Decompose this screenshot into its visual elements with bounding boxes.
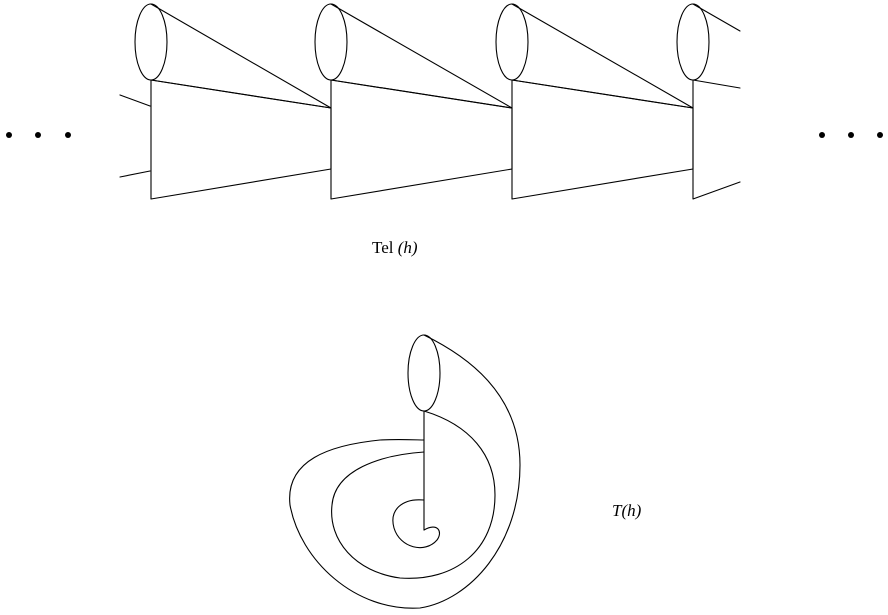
mapping-torus-shape xyxy=(289,334,521,609)
telescope-label-italic: (h) xyxy=(397,238,418,257)
telescope-label-roman: Tel xyxy=(372,238,398,257)
torus-label: T(h) xyxy=(612,502,641,519)
left-incoming-stubs xyxy=(119,94,151,178)
right-ellipsis xyxy=(819,132,883,138)
left-ellipsis xyxy=(6,132,71,138)
telescope-label: Tel (h) xyxy=(372,239,418,256)
telescope-segment-2 xyxy=(314,3,513,200)
telescope-segment-4-partial xyxy=(676,3,741,200)
telescope-segment-1 xyxy=(134,3,332,200)
telescope-segment-3 xyxy=(495,3,694,200)
torus-label-italic: T(h) xyxy=(612,501,642,520)
